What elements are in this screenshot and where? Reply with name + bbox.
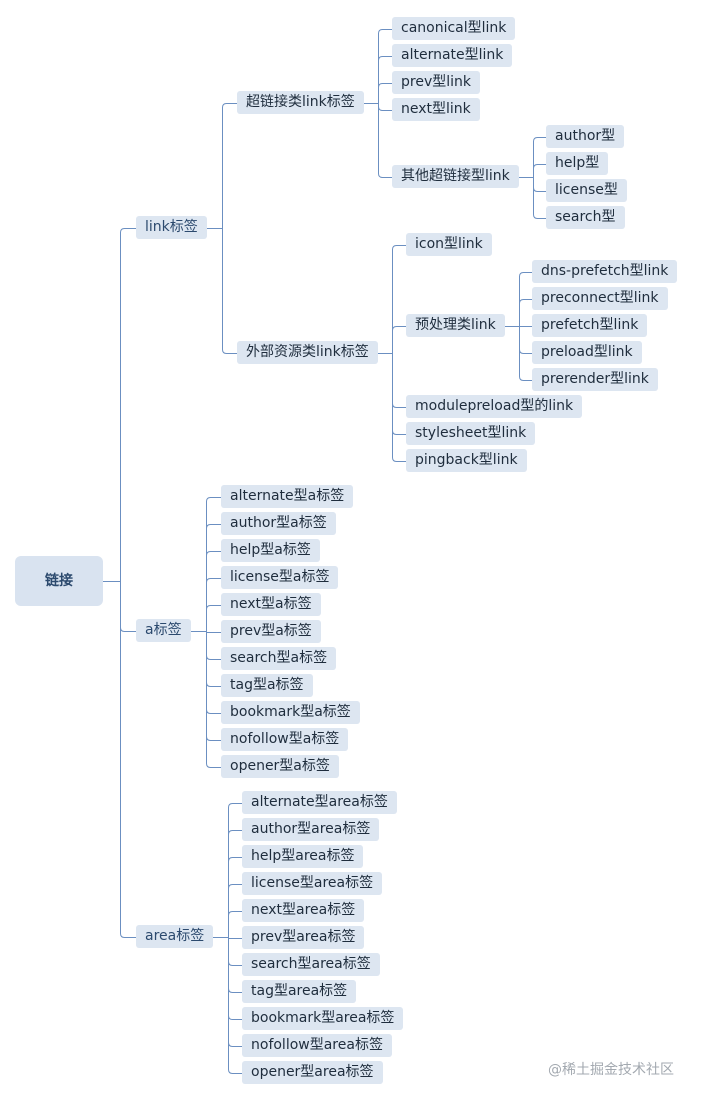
connector-branch: [378, 83, 392, 104]
connector-branch: [228, 937, 242, 939]
connector-branch: [519, 299, 532, 327]
connector-branch: [206, 631, 221, 714]
node-prev-link: prev型link: [392, 71, 480, 94]
connector-branch: [533, 137, 546, 178]
connector-branch: [120, 581, 136, 632]
connector-branch: [519, 326, 532, 354]
node-nofollow-area: nofollow型area标签: [242, 1034, 392, 1057]
connector-branch: [378, 29, 392, 104]
connector-branch: [519, 326, 532, 381]
connector-branch: [519, 272, 532, 327]
node-author: author型: [546, 125, 625, 148]
node-area-tag: area标签: [136, 925, 214, 948]
connector-branch: [378, 103, 392, 178]
node-next-a: next型a标签: [221, 593, 321, 616]
node-dns-prefetch-link: dns-prefetch型link: [532, 260, 678, 283]
connector-branch: [228, 911, 242, 938]
node-alternate-link: alternate型link: [392, 44, 513, 67]
node-preconnect-link: preconnect型link: [532, 287, 668, 310]
node-opener-area: opener型area标签: [242, 1061, 383, 1084]
node-help: help型: [546, 152, 609, 175]
connector-branch: [206, 524, 221, 632]
node-tag-a: tag型a标签: [221, 674, 313, 697]
connector-branch: [120, 581, 136, 938]
node-modulepreload-link: modulepreload型的link: [406, 395, 583, 418]
node-prerender-link: prerender型link: [532, 368, 658, 391]
node-prev-area: prev型area标签: [242, 926, 365, 949]
node-license: license型: [546, 179, 627, 202]
connector-branch: [392, 245, 406, 354]
connector-branch: [228, 830, 242, 938]
node-stylesheet-link: stylesheet型link: [406, 422, 536, 445]
node-search: search型: [546, 206, 625, 229]
connector-branch: [206, 631, 221, 768]
connector-branch: [222, 228, 237, 354]
node-external-resource-link: 外部资源类link标签: [237, 341, 378, 364]
connector-branch: [378, 103, 392, 111]
watermark: @稀土掘金技术社区: [548, 1062, 674, 1078]
connector-branch: [206, 631, 221, 660]
node-alternate-area: alternate型area标签: [242, 791, 397, 814]
node-other-hyperlink: 其他超链接型link: [392, 165, 519, 188]
connector-branch: [228, 937, 242, 1020]
connector-branch: [206, 497, 221, 632]
node-pingback-link: pingback型link: [406, 449, 527, 472]
connector-branch: [228, 803, 242, 938]
connector-branch: [206, 631, 221, 633]
connector-branch: [228, 937, 242, 1074]
connector-branch: [392, 326, 406, 354]
connector-branch: [533, 177, 546, 219]
node-search-a: search型a标签: [221, 647, 337, 670]
connector-branch: [228, 857, 242, 938]
node-prev-a: prev型a标签: [221, 620, 321, 643]
node-bookmark-area: bookmark型area标签: [242, 1007, 404, 1030]
connector-branch: [206, 578, 221, 632]
node-license-area: license型area标签: [242, 872, 383, 895]
connector-branch: [392, 353, 406, 435]
node-canonical-link: canonical型link: [392, 17, 516, 40]
connector-branch: [378, 56, 392, 104]
connector-branch: [228, 884, 242, 938]
connector-branch: [206, 551, 221, 632]
node-preprocess-link: 预处理类link: [406, 314, 505, 337]
node-tag-area: tag型area标签: [242, 980, 357, 1003]
connector-branch: [228, 937, 242, 966]
connector-branch: [392, 353, 406, 408]
node-root: 链接: [15, 556, 103, 606]
node-a-tag: a标签: [136, 619, 191, 642]
node-help-a: help型a标签: [221, 539, 320, 562]
node-license-a: license型a标签: [221, 566, 339, 589]
node-prefetch-link: prefetch型link: [532, 314, 648, 337]
node-nofollow-a: nofollow型a标签: [221, 728, 349, 751]
node-bookmark-a: bookmark型a标签: [221, 701, 360, 724]
connector-branch: [120, 228, 136, 582]
node-alternate-a: alternate型a标签: [221, 485, 354, 508]
connector-branch: [533, 177, 546, 192]
node-opener-a: opener型a标签: [221, 755, 339, 778]
node-next-link: next型link: [392, 98, 480, 121]
node-hyperlink-link: 超链接类link标签: [237, 91, 364, 114]
node-preload-link: preload型link: [532, 341, 642, 364]
connector-branch: [206, 605, 221, 632]
node-link-tag: link标签: [136, 216, 207, 239]
node-next-area: next型area标签: [242, 899, 365, 922]
node-search-area: search型area标签: [242, 953, 380, 976]
connector-branch: [222, 103, 237, 229]
node-author-a: author型a标签: [221, 512, 336, 535]
connector-branch: [392, 353, 406, 462]
connector-branch: [533, 164, 546, 178]
node-icon-link: icon型link: [406, 233, 492, 256]
node-author-area: author型area标签: [242, 818, 380, 841]
node-help-area: help型area标签: [242, 845, 364, 868]
